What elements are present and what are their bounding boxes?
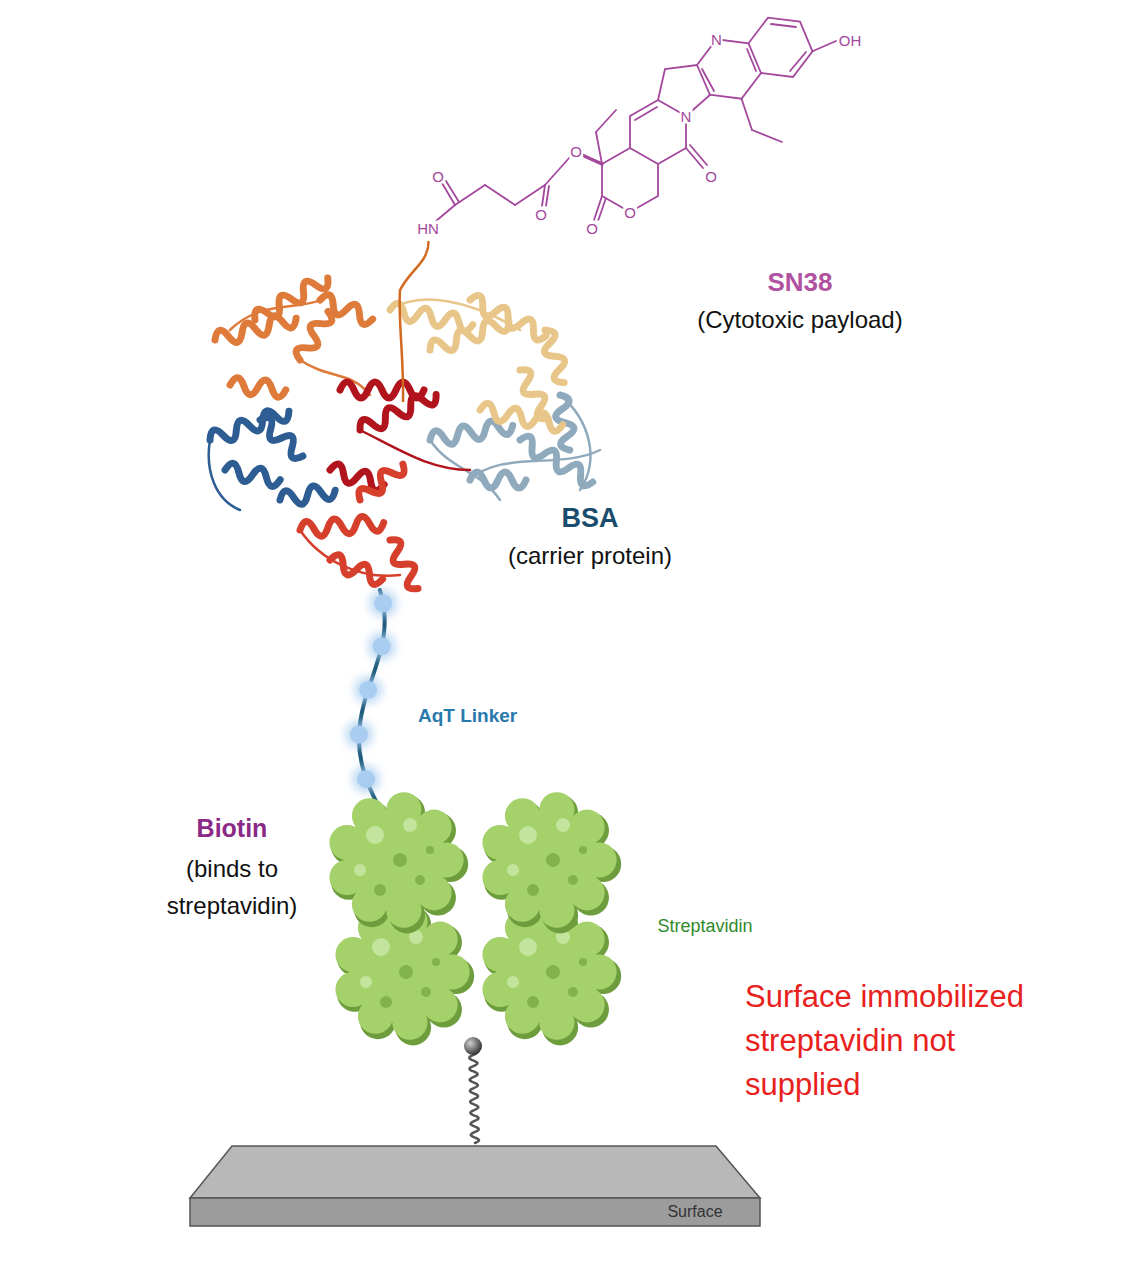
atom-label: HN <box>416 221 440 236</box>
pyridine-ring <box>697 39 761 98</box>
note-text: Surface immobilized streptavidin not sup… <box>745 975 1075 1107</box>
streptavidin-shape <box>322 782 624 1044</box>
carrier-protein: BSA(carrier protein) <box>195 290 625 590</box>
node-heading: Surface <box>655 1202 735 1222</box>
bond <box>702 69 714 91</box>
streptavidin-lobe <box>482 792 616 928</box>
helix-ribbon <box>279 482 337 507</box>
streptavidin-tetramer: Streptavidin <box>322 782 624 1044</box>
atom-label: N <box>680 109 693 124</box>
helix-ribbon <box>293 308 335 364</box>
helix-ribbon <box>224 462 282 487</box>
bead-glow <box>354 676 382 704</box>
molecule-structure <box>415 10 865 242</box>
node-heading: Streptavidin <box>640 915 770 937</box>
bond <box>545 157 570 185</box>
payload-molecule: SN38(Cytotoxic payload) <box>415 10 865 242</box>
bond <box>515 185 545 205</box>
streptavidin-lobe <box>329 792 463 928</box>
node-caption: (Cytotoxic payload) <box>650 305 950 335</box>
bond <box>436 205 455 221</box>
surface-tether <box>469 1044 479 1143</box>
node-heading: Biotin <box>132 812 332 844</box>
surface-slab: Surface <box>188 1143 762 1229</box>
helix-ribbon <box>383 536 425 592</box>
bead-glow <box>345 720 373 748</box>
surface-front <box>190 1198 760 1226</box>
helix-ribbon <box>327 552 385 586</box>
bond <box>455 185 485 205</box>
bond <box>752 130 782 142</box>
anchor-ball <box>464 1037 482 1055</box>
helix-ribbon <box>299 515 384 538</box>
bead-glow <box>369 589 397 617</box>
node-heading: SN38 <box>700 266 900 298</box>
atom-label: O <box>623 205 637 220</box>
atom-label: N <box>710 32 723 47</box>
bond <box>742 99 753 130</box>
linker-bead <box>357 770 375 788</box>
linker-bead <box>373 637 391 655</box>
bond <box>446 181 459 202</box>
pyridone-ring <box>630 100 686 164</box>
linker-bead <box>374 594 392 612</box>
bond <box>747 49 756 71</box>
helix-ribbon <box>427 314 511 358</box>
loop <box>360 430 470 470</box>
helix-ribbon <box>357 387 440 437</box>
linker-bead <box>359 681 377 699</box>
bond <box>546 186 549 206</box>
bond <box>594 196 602 220</box>
loop <box>209 440 240 510</box>
lobe-texture <box>507 930 587 1008</box>
helix-ribbon <box>470 472 526 488</box>
bond <box>542 185 545 206</box>
hashed-wedge <box>582 155 602 164</box>
bond <box>790 52 806 71</box>
helix-group <box>299 458 425 593</box>
atom-label: O <box>704 169 718 184</box>
atom-label: O <box>585 221 599 236</box>
bond <box>596 132 602 164</box>
atom-label: O <box>431 169 445 184</box>
bond <box>690 145 707 165</box>
lobe-texture <box>507 818 587 896</box>
edge-label: AqT Linker <box>418 706 517 725</box>
atom-label: O <box>534 207 548 222</box>
lobe-texture <box>360 930 440 1008</box>
linker-bead <box>350 725 368 743</box>
node-caption: (carrier protein) <box>440 541 740 571</box>
bond <box>813 41 837 51</box>
helix-ribbon <box>537 327 571 385</box>
atom-label: OH <box>838 33 863 48</box>
helix-group <box>207 271 596 508</box>
atom-label: O <box>569 144 583 159</box>
node-caption: (binds to streptavidin) <box>137 850 327 924</box>
bond-lines <box>436 18 836 221</box>
tether-line <box>400 242 428 290</box>
bead-glow <box>352 765 380 793</box>
bond <box>596 110 616 132</box>
lactone-ring <box>602 148 658 212</box>
bead-glow <box>368 632 396 660</box>
bond <box>485 185 515 205</box>
lobe-texture <box>354 818 434 896</box>
aqt-linker <box>359 590 385 810</box>
tether-line <box>400 290 404 402</box>
surface-top <box>190 1146 760 1198</box>
bond <box>771 24 796 27</box>
helix-ribbon <box>255 414 308 462</box>
helix-ribbon <box>479 402 565 432</box>
bond <box>635 107 657 120</box>
helix-ribbon <box>355 458 408 506</box>
phenol-ring <box>749 18 813 77</box>
helix-ribbon <box>229 377 286 398</box>
bond <box>598 198 606 221</box>
node-heading: BSA <box>490 502 690 534</box>
loop <box>300 360 370 395</box>
